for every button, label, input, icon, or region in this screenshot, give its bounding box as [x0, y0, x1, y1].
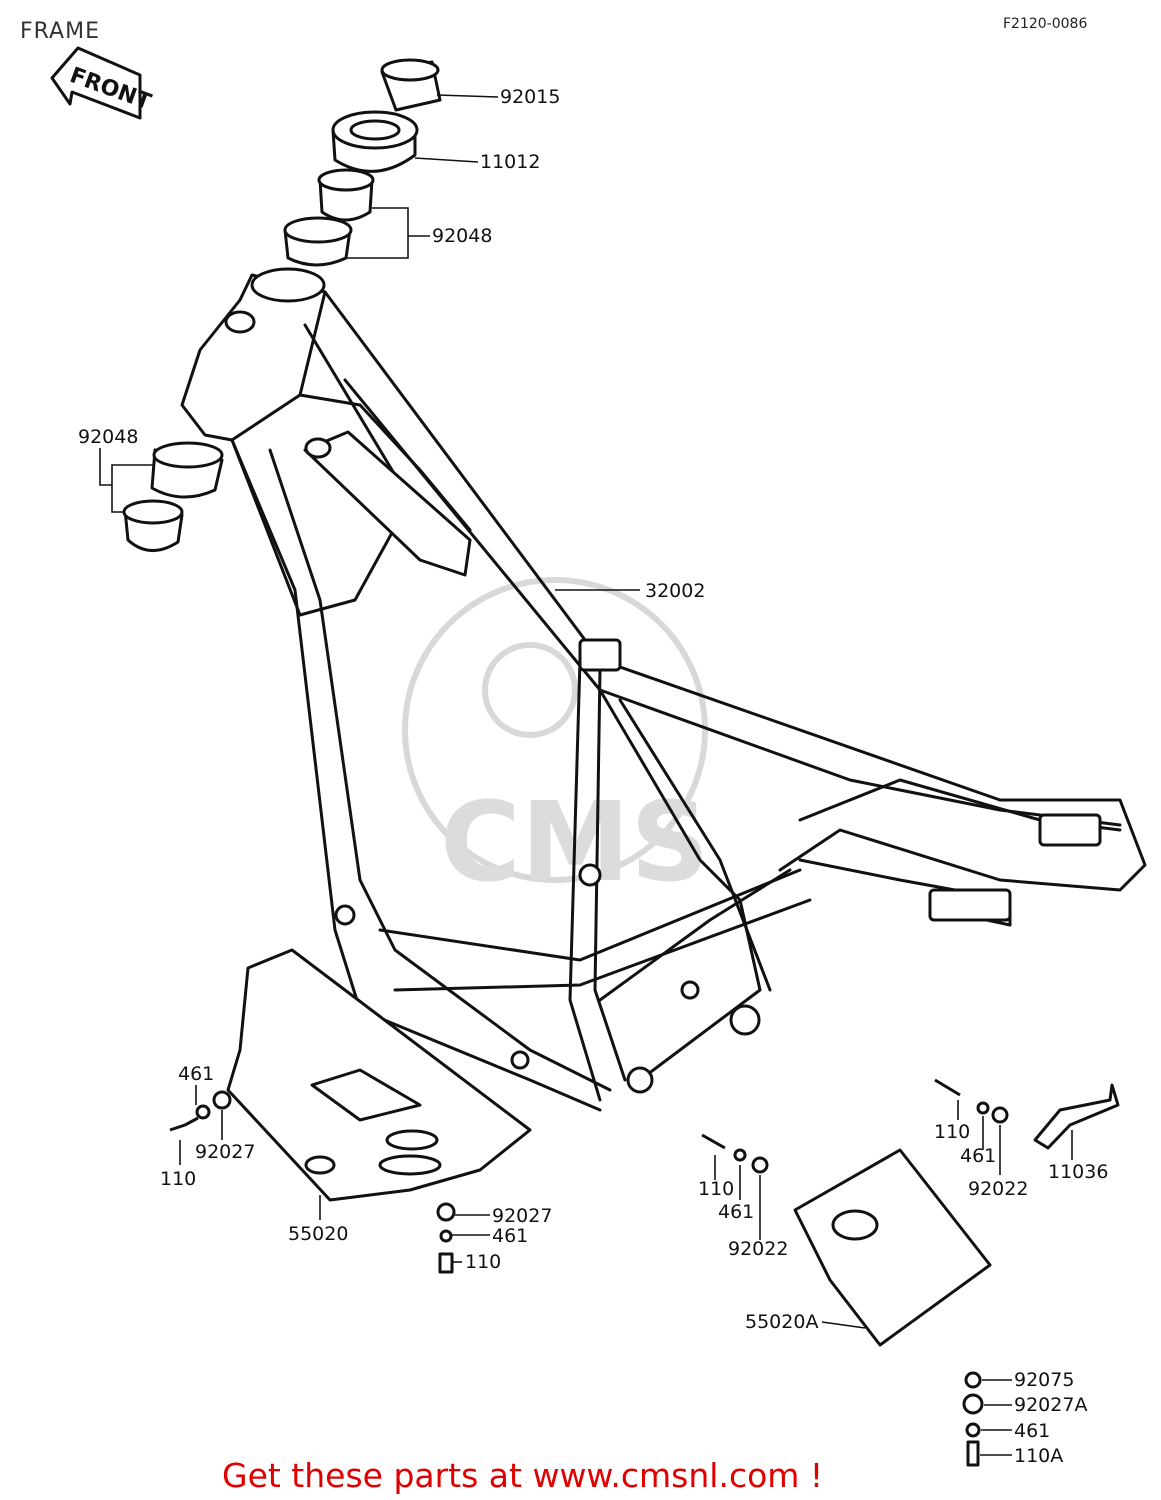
watermark-logo: CMS — [402, 577, 709, 906]
callout-92027A: 92027A — [1014, 1394, 1087, 1416]
callout-32002: 32002 — [645, 580, 705, 602]
front-arrow-icon: FRONT — [50, 46, 154, 120]
callout-labels: 92015 11012 92048 92048 32002 461 92027 … — [78, 86, 1108, 1467]
bearing-cap-11012 — [331, 110, 419, 173]
skid-plate-55020 — [226, 948, 532, 1202]
callout-110A: 110A — [1014, 1445, 1063, 1467]
callout-461-right: 461 — [960, 1145, 996, 1167]
callout-110-right: 110 — [934, 1121, 970, 1143]
callout-461-left: 461 — [178, 1063, 214, 1085]
skid-plate-55020A — [793, 1148, 992, 1347]
callout-461-bottom: 461 — [492, 1225, 528, 1247]
callout-92075: 92075 — [1014, 1369, 1074, 1391]
bearing-92048-left — [122, 441, 224, 552]
callout-110-left: 110 — [160, 1168, 196, 1190]
frame-32002 — [180, 267, 1147, 1112]
callout-92048-top: 92048 — [432, 225, 492, 247]
callout-92027-left: 92027 — [195, 1141, 255, 1163]
callout-92015: 92015 — [500, 86, 560, 108]
hardware-bolts — [169, 1078, 1009, 1467]
callout-110-mid: 110 — [698, 1178, 734, 1200]
callout-92027-bottom: 92027 — [492, 1205, 552, 1227]
figure-code: F2120-0086 — [1003, 16, 1087, 32]
callout-92022-right: 92022 — [968, 1178, 1028, 1200]
callout-110-bottom: 110 — [465, 1251, 501, 1273]
callout-92022-mid: 92022 — [728, 1238, 788, 1260]
callout-461-mid: 461 — [718, 1201, 754, 1223]
callout-11036: 11036 — [1048, 1161, 1108, 1183]
bearing-92048-top — [283, 168, 375, 267]
callout-92048-left: 92048 — [78, 426, 138, 448]
callout-461-br: 461 — [1014, 1420, 1050, 1442]
stem-nut-92015 — [380, 58, 442, 112]
promo-link-text[interactable]: Get these parts at www.cmsnl.com ! — [222, 1456, 823, 1495]
leader-lines — [99, 94, 1073, 1456]
bracket-11036 — [1033, 1083, 1120, 1150]
callout-11012: 11012 — [480, 151, 540, 173]
diagram-title: FRAME — [20, 19, 100, 44]
callout-55020: 55020 — [288, 1223, 348, 1245]
callout-55020A: 55020A — [745, 1311, 818, 1333]
